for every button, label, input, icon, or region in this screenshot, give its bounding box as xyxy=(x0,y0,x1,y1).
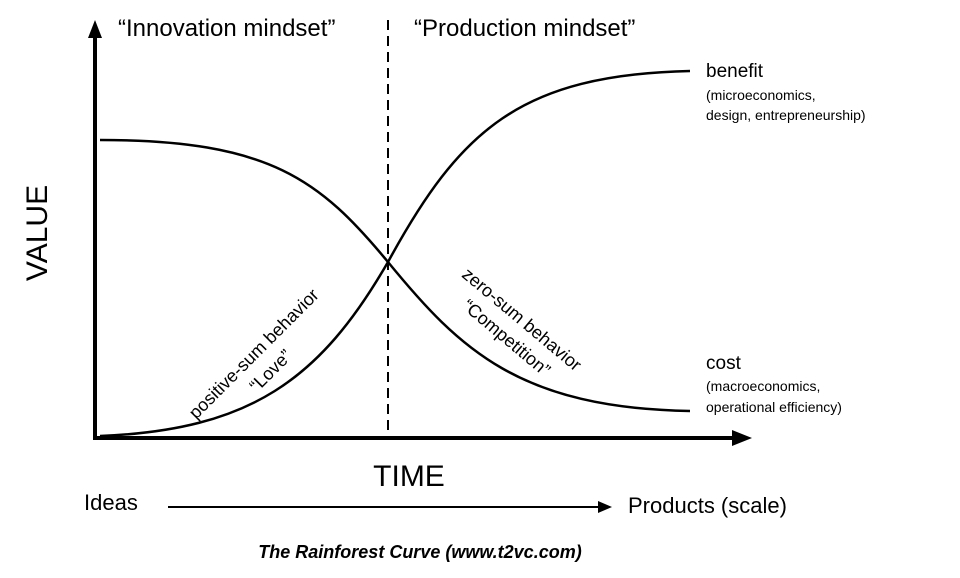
positive-sum-annotation: positive-sum behavior “Love” xyxy=(185,285,323,423)
benefit-note-line2: design, entrepreneurship) xyxy=(706,107,866,123)
benefit-label: benefit xyxy=(706,61,764,82)
cost-label: cost xyxy=(706,353,742,374)
timeline-arrow-head-icon xyxy=(598,501,612,513)
y-axis-arrow-icon xyxy=(88,20,102,38)
production-mindset-heading: “Production mindset” xyxy=(414,15,635,42)
benefit-note-line1: (microeconomics, xyxy=(706,87,816,103)
caption: The Rainforest Curve (www.t2vc.com) xyxy=(258,542,581,562)
innovation-mindset-heading: “Innovation mindset” xyxy=(118,15,335,42)
timeline-end-label: Products (scale) xyxy=(628,493,787,518)
cost-note-line2: operational efficiency) xyxy=(706,399,842,415)
cost-curve xyxy=(99,138,691,413)
y-axis-label: VALUE xyxy=(21,185,54,281)
x-axis-label: TIME xyxy=(373,460,445,493)
cost-note-line1: (macroeconomics, xyxy=(706,378,820,394)
benefit-curve xyxy=(99,69,691,438)
x-axis-arrow-icon xyxy=(732,430,752,446)
timeline-start-label: Ideas xyxy=(84,490,138,515)
